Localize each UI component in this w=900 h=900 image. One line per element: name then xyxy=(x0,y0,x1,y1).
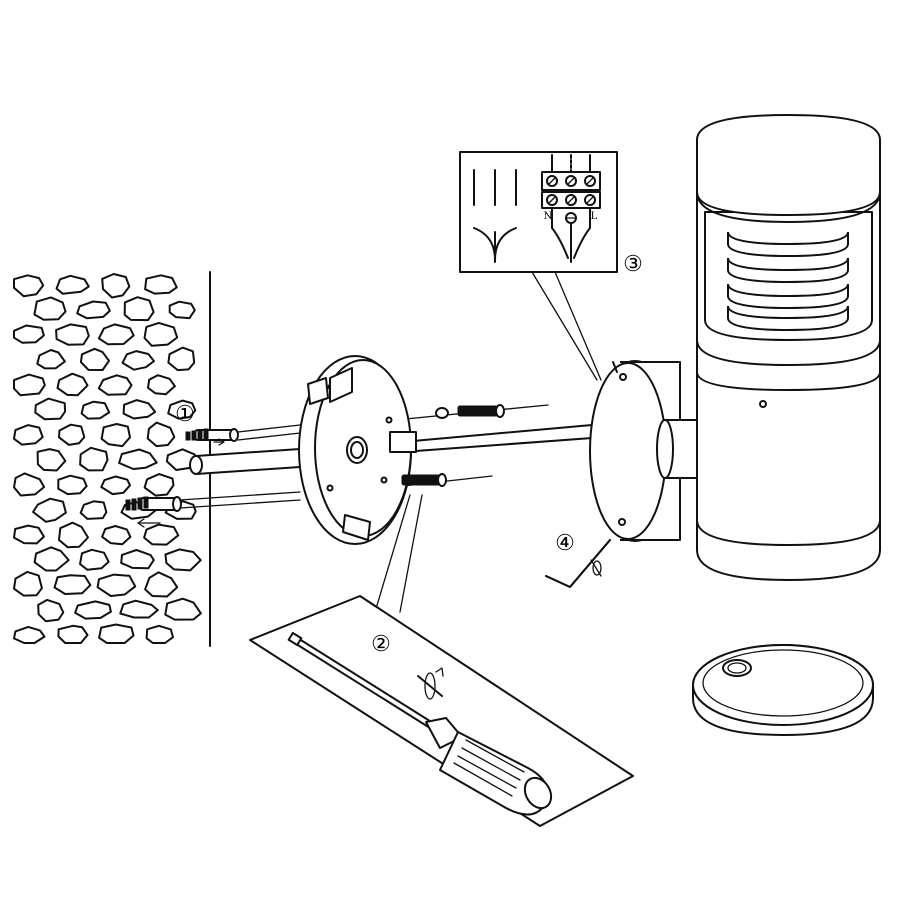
lamp-rib xyxy=(727,257,849,284)
wall-stone xyxy=(34,397,67,421)
wall-stone xyxy=(53,574,92,595)
wall-stone xyxy=(58,521,89,549)
lamp-rib xyxy=(727,231,849,258)
wall-stone xyxy=(122,399,157,420)
screw-lower xyxy=(401,473,447,487)
terminal-label-n: N xyxy=(544,211,553,222)
wall-stone xyxy=(143,321,179,347)
wall-stone xyxy=(121,350,155,371)
rotation-arrow-icon xyxy=(417,667,444,700)
wall-plug-upper xyxy=(185,428,239,446)
mains-cable xyxy=(189,424,593,475)
wall-stone xyxy=(144,274,178,295)
wall-stone xyxy=(79,500,108,520)
wall-plug-lower xyxy=(125,496,182,528)
wall-stone xyxy=(145,624,174,644)
wall-stone xyxy=(97,374,133,396)
wall-stone xyxy=(13,373,46,397)
wall-stone xyxy=(58,423,86,446)
wall-stone xyxy=(144,571,179,598)
wall-stone xyxy=(74,600,112,620)
wall-stone xyxy=(32,497,67,523)
wall-stone xyxy=(101,525,132,546)
step-4-marker: ④ xyxy=(555,531,575,556)
wall-stone xyxy=(98,623,135,644)
wall-stone xyxy=(143,523,180,546)
screw-icon xyxy=(435,404,505,419)
wall-stone xyxy=(13,570,43,597)
wall-stone xyxy=(96,573,137,597)
wall-stone xyxy=(13,324,45,344)
step-markers: ① ② ③ ④ xyxy=(175,252,643,657)
wiring-inset: N L xyxy=(459,151,618,381)
wall-stone xyxy=(101,273,131,299)
wall-stone xyxy=(57,624,89,644)
wall-stone xyxy=(37,598,65,623)
step-3-marker: ③ xyxy=(623,252,643,277)
wall-stone xyxy=(167,399,197,420)
wall-stone xyxy=(164,597,202,621)
screwdriver-icon xyxy=(287,631,553,816)
wall-stone xyxy=(57,474,88,496)
wall-stone xyxy=(36,448,67,472)
wall-stone xyxy=(33,296,67,321)
wall-stone xyxy=(118,448,158,470)
lamp-rib xyxy=(727,305,849,332)
wall-stone xyxy=(79,548,110,571)
mounting-plate-icon xyxy=(298,355,417,545)
wall-stone xyxy=(123,296,155,322)
wall-stone xyxy=(167,346,196,372)
wall-stone xyxy=(76,300,111,320)
wall-stone xyxy=(55,323,90,346)
wall-stone xyxy=(36,349,66,370)
lamp-rib xyxy=(727,283,849,310)
stone-wall-icon xyxy=(12,271,211,647)
wall-stone xyxy=(147,374,176,396)
wall-stone xyxy=(164,548,202,572)
terminal-block-icon xyxy=(541,154,601,263)
wall-stone xyxy=(79,347,110,371)
wall-lamp-icon xyxy=(589,114,881,581)
wall-stone xyxy=(80,400,111,420)
wall-stone xyxy=(79,446,109,472)
wall-stone xyxy=(143,473,175,497)
wall-stone xyxy=(168,300,196,320)
stripped-wires xyxy=(473,169,517,263)
wall-stone xyxy=(13,625,46,644)
wall-stone xyxy=(120,549,155,570)
step-1-marker: ① xyxy=(175,402,195,427)
wall-stone xyxy=(100,423,131,448)
wall-stone xyxy=(55,274,90,295)
wall-stone xyxy=(13,424,44,446)
wall-stone xyxy=(56,372,89,397)
wall-stone xyxy=(13,472,46,497)
allen-key-icon xyxy=(545,539,611,588)
wall-stone xyxy=(97,323,135,346)
wall-stone xyxy=(13,274,45,298)
wall-stone xyxy=(100,475,131,496)
wall-stone xyxy=(146,421,176,448)
step-2-marker: ② xyxy=(371,632,391,657)
screwdriver-inset xyxy=(249,494,634,827)
terminal-label-l: L xyxy=(591,211,598,222)
diffuser-cap-icon xyxy=(692,644,874,736)
wall-stone xyxy=(13,524,45,545)
wall-stone xyxy=(165,448,200,471)
wall-stone xyxy=(119,599,159,619)
wall-stone xyxy=(33,546,70,572)
